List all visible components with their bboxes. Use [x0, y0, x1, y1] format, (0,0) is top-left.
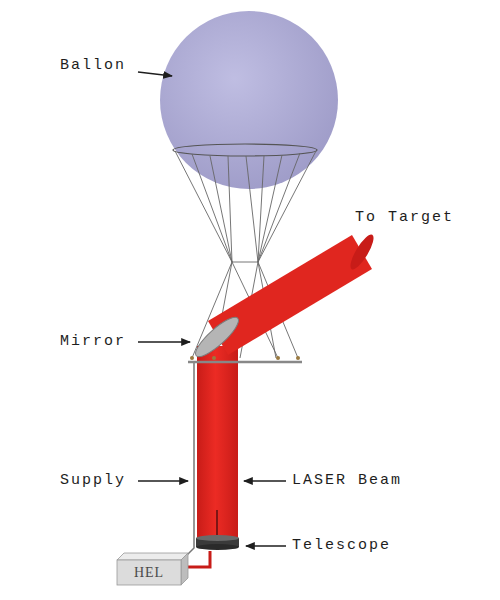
part-label: To Target — [355, 209, 454, 227]
telescope — [196, 535, 239, 550]
rigging-line — [258, 151, 316, 262]
hel-side — [181, 553, 188, 585]
platform-hook — [212, 356, 216, 360]
unit-name: HEL — [134, 565, 164, 581]
rigging-line — [258, 156, 264, 262]
beam-end — [347, 232, 378, 272]
leader-arrow — [246, 545, 286, 546]
balloon-ring — [173, 144, 317, 156]
part-label: LASER Beam — [292, 472, 402, 490]
telescope-rim — [196, 535, 239, 541]
hel-box: HEL — [117, 560, 181, 585]
part-label: Mirror — [60, 333, 126, 351]
telescope-base — [196, 544, 239, 550]
platform-hook — [190, 356, 194, 360]
part-label: Supply — [60, 472, 126, 490]
laser-beam — [208, 235, 372, 355]
rigging-line — [228, 156, 232, 262]
leader-arrow — [138, 480, 188, 481]
rigging-line — [232, 262, 258, 263]
rigging-line — [210, 156, 232, 262]
leader-arrow — [244, 480, 286, 481]
rigging-line — [246, 156, 258, 262]
part-label: Telescope — [292, 537, 391, 555]
leader-arrow — [138, 72, 172, 76]
rigging-line — [192, 154, 232, 262]
leader-arrow — [138, 341, 190, 342]
rigging-line — [175, 151, 232, 262]
laser-beam — [197, 346, 238, 542]
platform-plate — [188, 361, 302, 364]
platform-hook — [296, 356, 300, 360]
hel-front — [117, 560, 181, 585]
rigging-line — [258, 153, 300, 262]
leader-arrows — [138, 72, 286, 546]
hel-unit — [117, 553, 188, 585]
hel-top — [117, 553, 188, 560]
mirror — [191, 312, 243, 361]
supply-line — [186, 362, 194, 556]
balloon-envelope — [160, 11, 338, 189]
platform — [188, 356, 302, 362]
part-label: Ballon — [60, 57, 126, 75]
platform-hook — [276, 356, 280, 360]
